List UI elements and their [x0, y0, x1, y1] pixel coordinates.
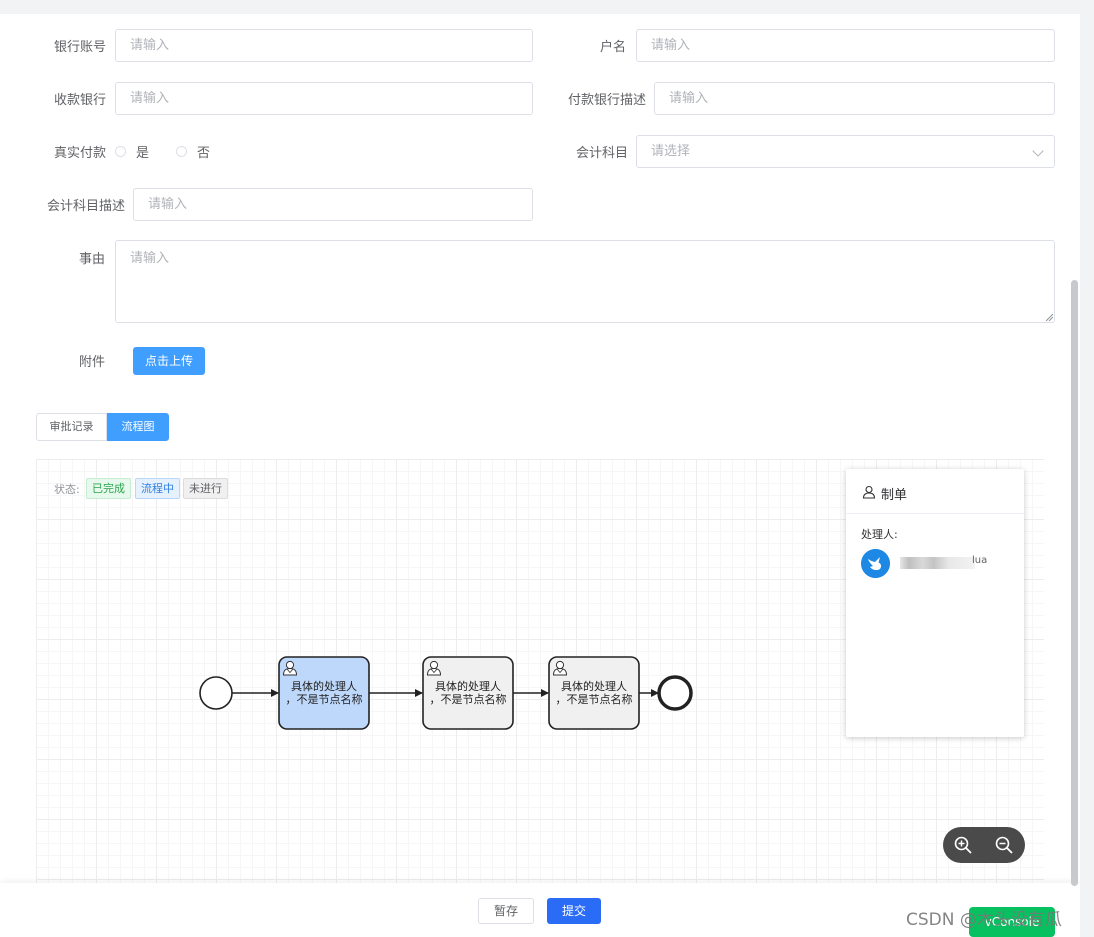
- flow-node-2-line2: ，不是节点名称: [430, 692, 507, 706]
- tab-approval-records[interactable]: 审批记录: [36, 413, 107, 441]
- avatar: [861, 549, 890, 578]
- bank-account-input[interactable]: 请输入: [115, 29, 533, 62]
- zoom-in-icon[interactable]: [953, 835, 973, 855]
- start-event[interactable]: [199, 676, 233, 710]
- receiving-bank-label: 收款银行: [54, 93, 107, 108]
- status-label: 状态:: [54, 483, 80, 496]
- resize-handle-icon[interactable]: [1045, 313, 1053, 321]
- flow-node-1[interactable]: 具体的处理人 ，不是节点名称: [278, 656, 370, 730]
- scrollbar-thumb[interactable]: [1071, 280, 1078, 886]
- bird-icon: [861, 549, 890, 578]
- radio-yes[interactable]: [115, 146, 126, 157]
- submit-button[interactable]: 提交: [547, 898, 601, 924]
- flow-node-1-line2: ，不是节点名称: [286, 692, 363, 706]
- flow-node-3-line2: ，不是节点名称: [556, 692, 633, 706]
- bank-account-label: 银行账号: [54, 40, 107, 55]
- radio-no-label[interactable]: 否: [197, 146, 211, 161]
- accounting-subject-label: 会计科目: [576, 146, 629, 161]
- panel-header: 制单: [846, 469, 1024, 514]
- real-payment-label: 真实付款: [54, 146, 107, 161]
- attachment-label: 附件: [79, 355, 106, 370]
- paying-bank-desc-label: 付款银行描述: [568, 93, 647, 108]
- account-name-input[interactable]: 请输入: [636, 29, 1055, 62]
- radio-yes-label[interactable]: 是: [136, 146, 150, 161]
- footer-bar: 暂存 提交: [0, 883, 1080, 937]
- user-icon: [862, 485, 876, 499]
- reason-textarea[interactable]: 请输入: [115, 240, 1055, 323]
- handler-label: 处理人:: [861, 528, 898, 541]
- legend-todo-tag: 未进行: [183, 478, 228, 499]
- reason-placeholder: 请输入: [130, 251, 170, 266]
- save-draft-button[interactable]: 暂存: [478, 898, 534, 924]
- receiving-bank-input[interactable]: 请输入: [115, 82, 533, 115]
- upload-button[interactable]: 点击上传: [133, 347, 205, 375]
- zoom-out-icon[interactable]: [994, 835, 1014, 855]
- page: 银行账号 请输入 户名 请输入 收款银行 请输入 付款银行描述 请输入 真实付款…: [0, 14, 1080, 937]
- paying-bank-desc-input[interactable]: 请输入: [654, 82, 1055, 115]
- legend-done-tag: 已完成: [86, 478, 131, 499]
- watermark: CSDN @木头没有瓜: [906, 910, 1062, 930]
- accounting-subject-select[interactable]: 请选择: [636, 135, 1055, 168]
- scrollbar-track[interactable]: [1080, 14, 1094, 937]
- zoom-controls: [943, 827, 1025, 863]
- node-info-panel: 制单 处理人: lua: [846, 469, 1024, 737]
- flow-node-2[interactable]: 具体的处理人 ，不是节点名称: [422, 656, 514, 730]
- reason-label: 事由: [79, 252, 106, 267]
- vconsole-button[interactable]: vConsole: [969, 907, 1055, 937]
- tab-flow-chart[interactable]: 流程图: [107, 413, 169, 441]
- flow-node-2-line1: 具体的处理人: [435, 679, 501, 693]
- accounting-subject-placeholder: 请选择: [651, 144, 691, 159]
- flow-node-3-line1: 具体的处理人: [561, 679, 627, 693]
- accounting-subject-desc-input[interactable]: 请输入: [133, 188, 533, 221]
- handler-name-suffix: lua: [972, 555, 988, 566]
- flow-node-3[interactable]: 具体的处理人 ，不是节点名称: [548, 656, 640, 730]
- blurred-handler-name: [900, 557, 975, 569]
- flow-diagram: 具体的处理人 ，不是节点名称 具体的处理人 ，不是节点名称 具体的处理人 ，不是…: [199, 656, 693, 730]
- radio-no[interactable]: [176, 146, 187, 157]
- account-name-label: 户名: [600, 40, 627, 55]
- panel-title: 制单: [881, 488, 908, 503]
- end-event[interactable]: [657, 675, 693, 711]
- accounting-subject-desc-label: 会计科目描述: [47, 199, 126, 214]
- flow-node-1-line1: 具体的处理人: [291, 679, 357, 693]
- legend-doing-tag: 流程中: [135, 478, 180, 499]
